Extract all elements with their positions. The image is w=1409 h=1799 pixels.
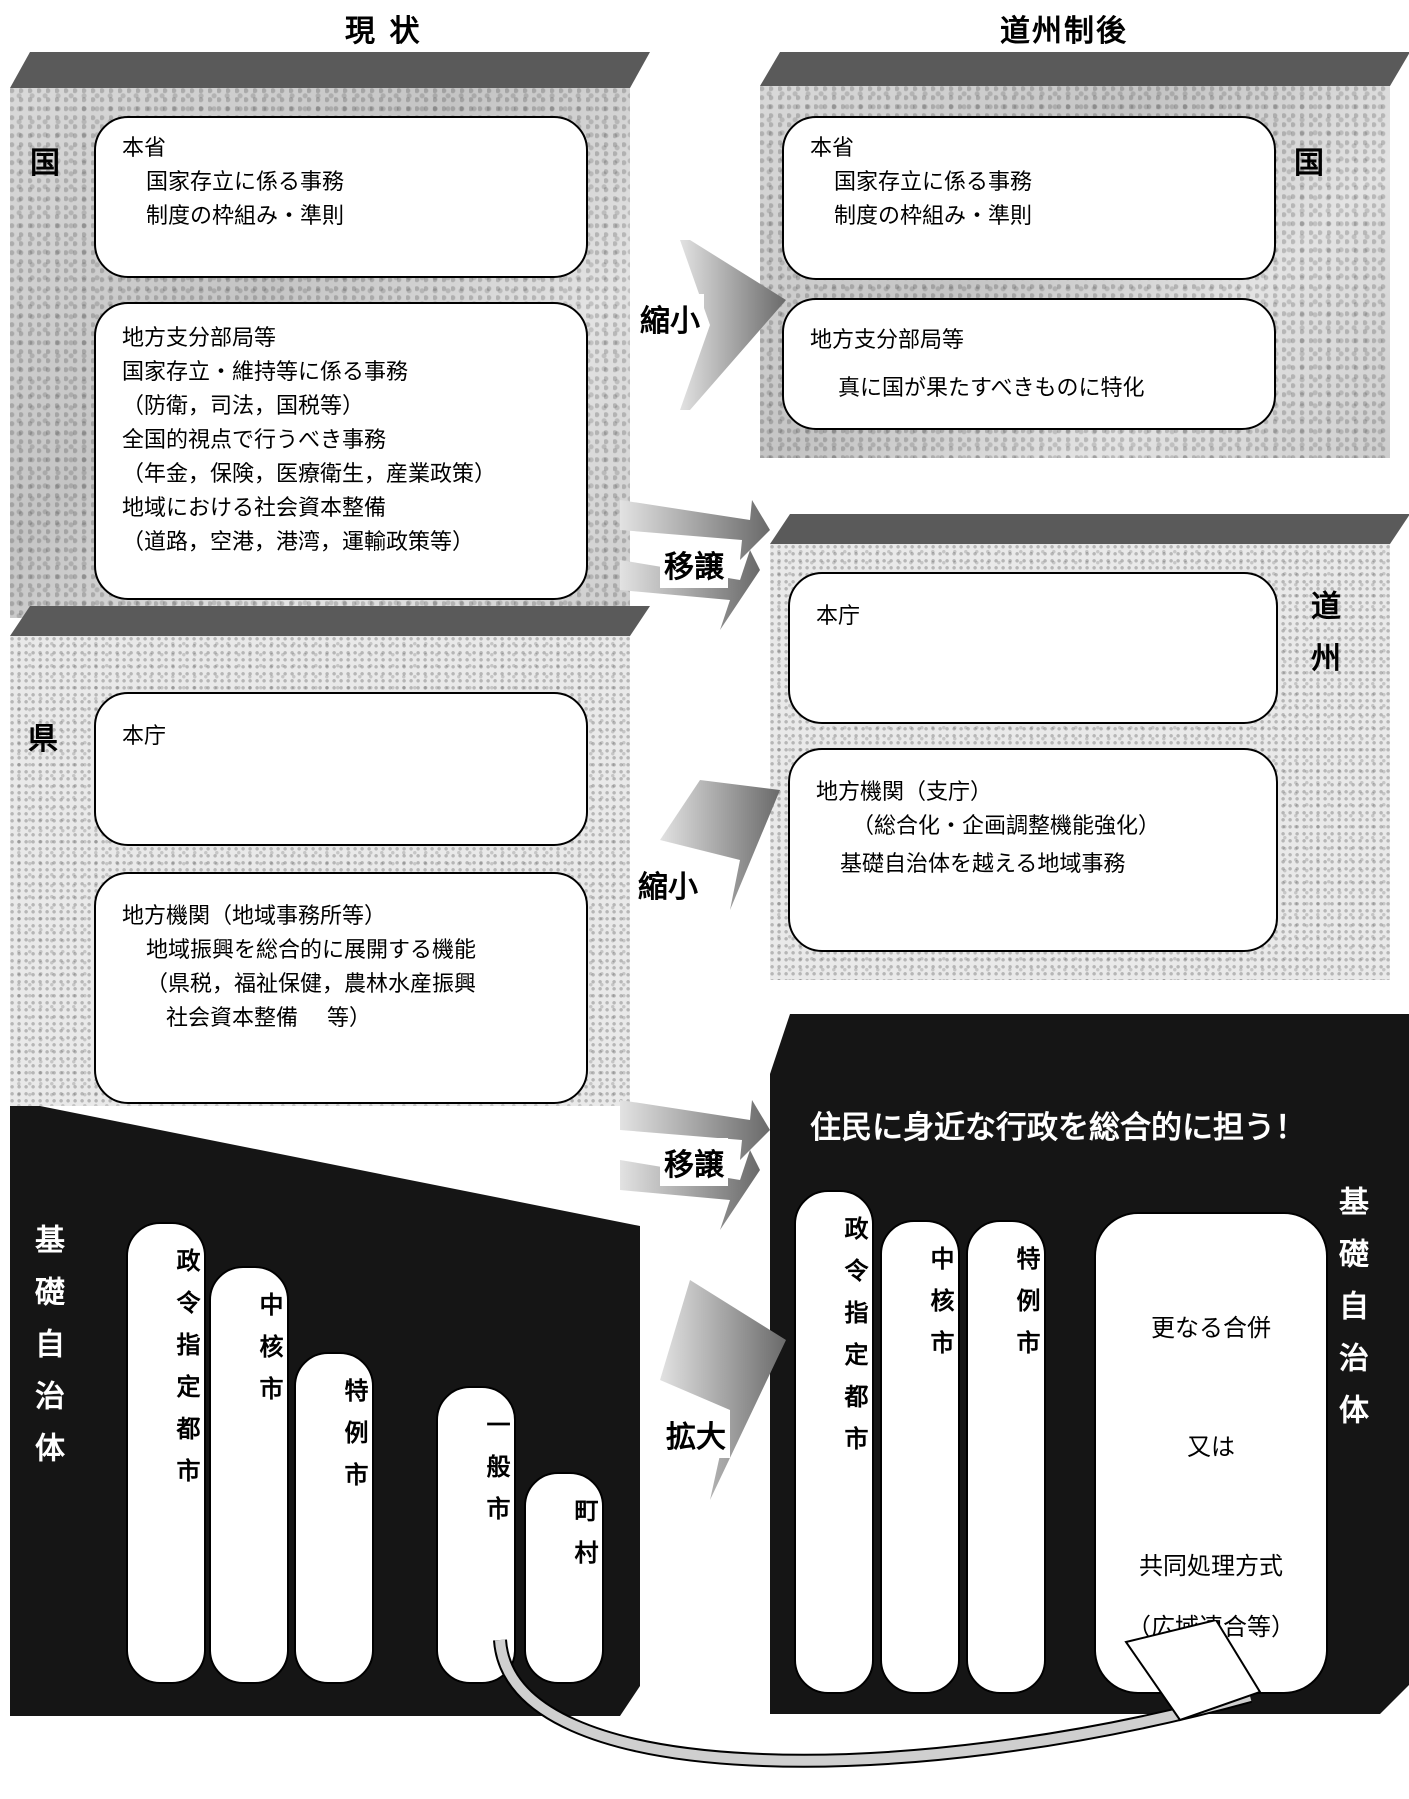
honsho-box-current: 本省 国家存立に係る事務 制度の枠組み・準則	[94, 116, 588, 278]
expand-arrow	[660, 1280, 786, 1500]
kuni-slab-top-current	[10, 52, 650, 88]
kuni-label-after: 国	[1294, 146, 1324, 181]
arrow-label-transfer-2: 移譲	[660, 1138, 728, 1186]
honsho-title-after: 本省	[810, 136, 855, 161]
chihou-shibun-title: 地方支分部局等	[122, 326, 277, 351]
chihou-shibun-line: （道路，空港，港湾，運輸政策等）	[122, 530, 475, 555]
pill-tokurei-current: 特例市	[294, 1352, 374, 1684]
pill-chukaku-current: 中核市	[209, 1266, 289, 1684]
shrink-arrow-1	[680, 240, 786, 410]
transfer-arrow-1-lower	[620, 550, 760, 630]
chihou-shibun-box-after: 地方支分部局等 真に国が果たすべきものに特化	[782, 298, 1276, 430]
arrow-label-expand: 拡大	[662, 1410, 730, 1458]
chihou-kikan-box-after: 地方機関（支庁） （総合化・企画調整機能強化） 基礎自治体を越える地域事務	[788, 748, 1278, 952]
honcho-title-after: 本庁	[816, 604, 861, 629]
honsho-box-after: 本省 国家存立に係る事務 制度の枠組み・準則	[782, 116, 1276, 280]
chihou-kikan-box-current: 地方機関（地域事務所等） 地域振興を総合的に展開する機能 （県税，福祉保健，農林…	[94, 872, 588, 1104]
arrow-label-shrink-2: 縮小	[634, 860, 702, 908]
honcho-title: 本庁	[122, 724, 167, 749]
honcho-box-current: 本庁	[94, 692, 588, 846]
ken-slab-top	[10, 606, 650, 636]
chihou-kikan-line-after: 基礎自治体を越える地域事務	[840, 852, 1126, 877]
transfer-arrow-2-lower	[620, 1150, 760, 1230]
kiso-label-after: 基礎自治体	[1333, 1186, 1368, 1446]
transfer-arrow-2-upper	[620, 1100, 770, 1160]
chihou-shibun-line: 全国的視点で行うべき事務	[122, 428, 387, 453]
chihou-shibun-box-current: 地方支分部局等 国家存立・維持等に係る事務 （防衛，司法，国税等） 全国的視点で…	[94, 302, 588, 600]
pill-chukaku-after: 中核市	[880, 1220, 960, 1694]
chihou-kikan-line: （県税，福祉保健，農林水産振興	[146, 972, 477, 997]
doushu-slab-top	[770, 514, 1409, 544]
chihou-shibun-line-after: 真に国が果たすべきものに特化	[838, 376, 1145, 401]
chihou-shibun-title-after: 地方支分部局等	[810, 328, 965, 353]
chihou-kikan-title-after: 地方機関（支庁）	[816, 780, 993, 805]
honsho-line-after: 国家存立に係る事務	[834, 170, 1033, 195]
pill-ippan-current: 一般市	[436, 1386, 516, 1684]
honcho-box-after: 本庁	[788, 572, 1278, 724]
arrow-label-transfer-1: 移譲	[660, 540, 728, 588]
chihou-kikan-line: 地域振興を総合的に展開する機能	[146, 938, 477, 963]
merger-line: 更なる合併	[1151, 1314, 1271, 1342]
merger-box: 更なる合併 又は 共同処理方式 （広域連合等）	[1094, 1212, 1328, 1694]
chihou-kikan-line-after: （総合化・企画調整機能強化）	[852, 814, 1161, 839]
slogan: 住民に身近な行政を総合的に担う！	[810, 1110, 1306, 1146]
pill-seirei-current: 政令指定都市	[126, 1222, 206, 1684]
chihou-kikan-line: 社会資本整備 等）	[166, 1006, 371, 1031]
kiso-label-current: 基礎自治体	[29, 1224, 64, 1484]
column-title-current: 現 状	[345, 14, 422, 49]
pill-chouson-current: 町村	[524, 1472, 604, 1684]
kuni-slab-top-after	[760, 52, 1409, 86]
arrow-label-shrink-1: 縮小	[636, 294, 704, 342]
chihou-kikan-title: 地方機関（地域事務所等）	[122, 904, 387, 929]
shrink-arrow-2	[660, 780, 780, 910]
column-title-after: 道州制後	[1000, 14, 1128, 49]
chihou-shibun-line: 地域における社会資本整備	[122, 496, 387, 521]
honsho-title: 本省	[122, 136, 167, 161]
merger-curved-arrow	[493, 1620, 1262, 1768]
pill-tokurei-after: 特例市	[966, 1220, 1046, 1694]
merger-line: 共同処理方式	[1139, 1552, 1283, 1580]
chihou-shibun-line: （年金，保険，医療衛生，産業政策）	[122, 462, 497, 487]
merger-line: 又は	[1187, 1433, 1235, 1461]
doushu-label: 道州	[1305, 590, 1340, 694]
honsho-line: 国家存立に係る事務	[146, 170, 345, 195]
kuni-label-current: 国	[30, 146, 60, 181]
honsho-line: 制度の枠組み・準則	[146, 204, 345, 229]
transfer-arrows	[620, 240, 786, 1500]
chihou-shibun-line: 国家存立・維持等に係る事務	[122, 360, 409, 385]
transfer-arrow-1-upper	[620, 500, 770, 560]
honsho-line-after: 制度の枠組み・準則	[834, 204, 1033, 229]
pill-seirei-after: 政令指定都市	[794, 1190, 874, 1694]
ken-label: 県	[28, 722, 58, 757]
chihou-shibun-line: （防衛，司法，国税等）	[122, 394, 365, 419]
